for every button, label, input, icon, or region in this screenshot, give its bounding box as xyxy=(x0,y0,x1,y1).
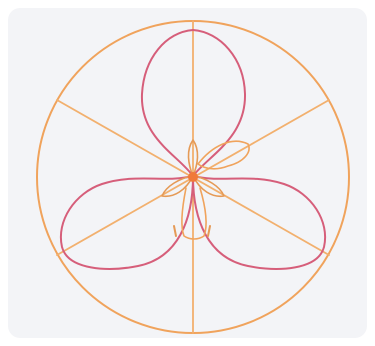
petal-accent-left xyxy=(174,226,176,236)
petal-accent-right xyxy=(208,226,210,236)
center-point xyxy=(188,172,198,182)
petal-bottom-left xyxy=(61,176,193,269)
petal-bottom-right xyxy=(193,176,325,269)
